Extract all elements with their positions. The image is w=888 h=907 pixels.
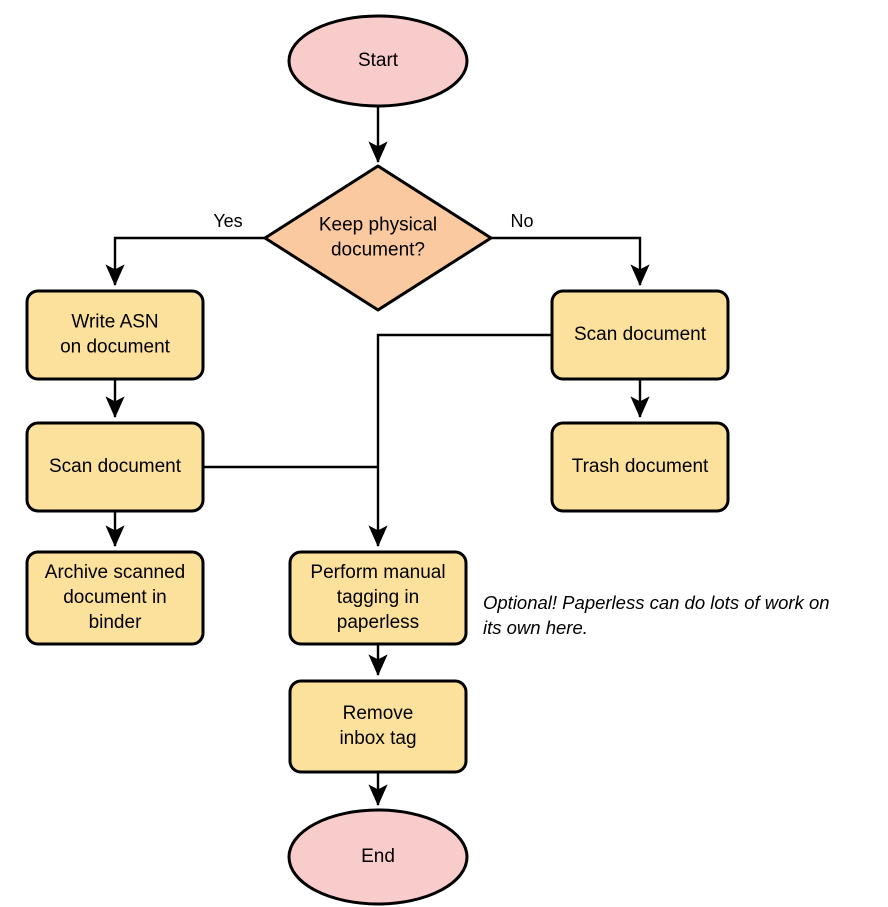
node-label: Start bbox=[358, 50, 399, 71]
node-start[interactable]: Start bbox=[287, 14, 469, 108]
node-label: Scan document bbox=[574, 324, 707, 345]
annotation-line: Optional! Paperless can do lots of work … bbox=[483, 592, 830, 613]
edges-layer: Yes No bbox=[105, 106, 650, 806]
node-label: document? bbox=[331, 240, 425, 261]
edge-path bbox=[105, 236, 265, 286]
node-label: Keep physical bbox=[319, 215, 437, 236]
edge-path bbox=[491, 236, 650, 286]
node-archive-binder[interactable]: Archive scanned document in binder bbox=[25, 550, 205, 646]
annotations-layer: Optional! Paperless can do lots of work … bbox=[483, 592, 830, 638]
node-label: Remove bbox=[343, 703, 414, 724]
edge-decision-no-to-scan-right: No bbox=[491, 211, 650, 286]
node-rect bbox=[550, 421, 730, 513]
node-label: paperless bbox=[337, 612, 419, 633]
node-label: Trash document bbox=[572, 456, 709, 477]
edge-path bbox=[368, 333, 552, 547]
node-rect bbox=[25, 421, 205, 513]
edge-label-decision-yes-to-write-asn: Yes bbox=[213, 211, 242, 231]
node-rect bbox=[25, 289, 205, 381]
node-manual-tagging[interactable]: Perform manual tagging in paperless bbox=[288, 550, 468, 646]
annotation-line: its own here. bbox=[483, 617, 588, 638]
node-label: Perform manual bbox=[310, 562, 445, 583]
node-label: Scan document bbox=[49, 456, 182, 477]
node-rect bbox=[288, 550, 468, 646]
node-scan-document-left[interactable]: Scan document bbox=[25, 421, 205, 513]
node-rect bbox=[550, 289, 730, 381]
node-scan-document-right[interactable]: Scan document bbox=[550, 289, 730, 381]
node-label: on document bbox=[60, 337, 171, 358]
node-keep-physical[interactable]: Keep physical document? bbox=[263, 164, 493, 312]
node-label: document in bbox=[63, 587, 167, 608]
annotation-optional-note: Optional! Paperless can do lots of work … bbox=[483, 592, 830, 638]
node-write-asn[interactable]: Write ASN on document bbox=[25, 289, 205, 381]
node-ellipse bbox=[287, 14, 469, 108]
node-label: binder bbox=[89, 612, 142, 633]
node-diamond bbox=[263, 164, 493, 312]
node-trash-document[interactable]: Trash document bbox=[550, 421, 730, 513]
node-label: Write ASN bbox=[71, 312, 158, 333]
node-label: Archive scanned bbox=[45, 562, 185, 583]
node-label: inbox tag bbox=[339, 728, 416, 749]
edge-label-decision-no-to-scan-right: No bbox=[510, 211, 533, 231]
node-remove-inbox-tag[interactable]: Remove inbox tag bbox=[288, 679, 468, 774]
node-label: End bbox=[361, 846, 395, 867]
node-label: tagging in bbox=[337, 587, 419, 608]
edge-scan-right-to-manual-tagging bbox=[368, 333, 552, 547]
node-ellipse bbox=[287, 808, 469, 906]
node-rect bbox=[288, 679, 468, 774]
node-end[interactable]: End bbox=[287, 808, 469, 906]
edge-decision-yes-to-write-asn: Yes bbox=[105, 211, 265, 286]
node-rect bbox=[25, 550, 205, 646]
